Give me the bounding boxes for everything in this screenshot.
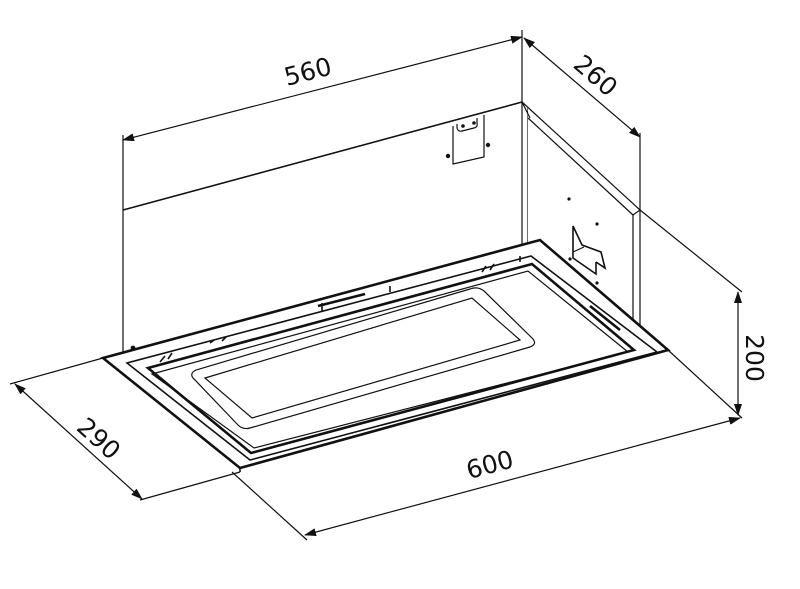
dimension-label-260: 260 [568, 49, 623, 102]
dimension-200: 200 [639, 209, 769, 419]
dimension-label-290: 290 [71, 412, 126, 465]
side-vent [567, 197, 607, 285]
dimension-label-560: 560 [281, 52, 334, 92]
dimension-label-200: 200 [740, 334, 769, 382]
filter-panel [191, 287, 536, 430]
dimension-label-600: 600 [463, 445, 517, 485]
rail-clips [130, 256, 621, 363]
